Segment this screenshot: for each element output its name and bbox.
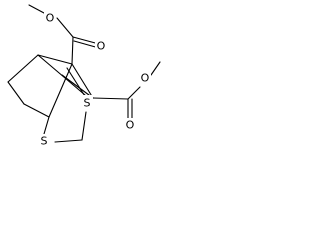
atom-s-lower: S [41,135,48,148]
bond-left-lower [7,81,25,105]
lower-ester-group [92,61,161,121]
atom-s-upper: S [84,97,91,110]
atom-o-ester1-single: O [46,12,55,25]
bond-lower-bridge [23,103,50,118]
bond-ring-right-a [71,63,94,99]
atom-o-ester2-single: O [141,72,150,85]
bond-carbonyl-double-upper-b [73,40,100,49]
bond-s-lower-ch2 [54,139,83,143]
bond-bridgehead-left-upper [7,54,39,83]
bond-carbonyl-to-ring-upper [71,36,74,65]
bond-carbonyl-double-upper-a [72,36,100,45]
bond-ring-to-carbonyl-lower [92,97,129,100]
bond-o-carbonyl-upper [56,17,74,38]
bond-ring-diagonal [48,63,73,118]
bond-carbonyl-o-lower [127,86,141,100]
bicyclic-framework [7,54,94,118]
bond-o-methyl-lower [150,61,161,76]
atom-o-ester2-double: O [126,119,135,132]
bond-ring-cross [61,74,94,99]
sulfur-ring [43,111,87,143]
bond-ring-to-s-lower [43,116,50,135]
upper-ester-group [28,4,100,65]
molecule-structure: O O O O S S [7,4,161,148]
bond-methyl-o-upper [28,4,45,14]
bond-ch2-s-upper [81,111,87,141]
atom-o-ester1-double: O [97,40,106,53]
bond-bridge-top [37,54,73,65]
